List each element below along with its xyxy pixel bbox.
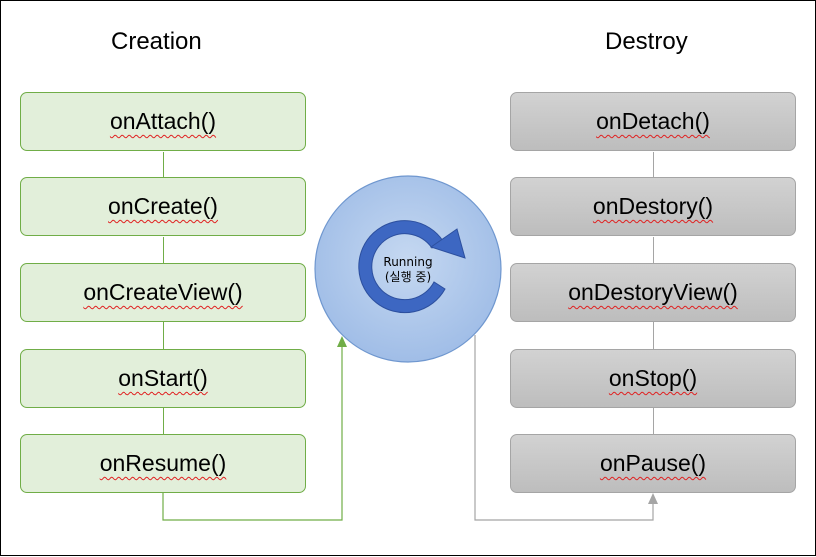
creation-step-on-attach: onAttach()	[20, 92, 306, 151]
to-pause-arrowhead	[648, 493, 658, 504]
creation-connector-1	[163, 152, 164, 177]
destroy-connector-2	[653, 237, 654, 263]
to-running-arrow-line	[162, 345, 343, 521]
destroy-step-label: onDestoryView()	[568, 279, 738, 305]
creation-step-label: onAttach()	[109, 108, 217, 134]
destroy-step-on-destory-view: onDestoryView()	[510, 263, 796, 322]
destroy-connector-4	[653, 408, 654, 434]
destroy-title: Destroy	[605, 28, 688, 55]
creation-step-label: onCreate()	[108, 193, 218, 219]
destroy-step-on-pause: onPause()	[510, 434, 796, 493]
running-circle	[314, 175, 502, 363]
destroy-step-label: onDetach()	[596, 108, 710, 134]
cycle-arrow-icon	[358, 220, 446, 314]
destroy-step-on-destory: onDestory()	[510, 177, 796, 236]
to-pause-arrow-line	[474, 335, 654, 521]
creation-step-label: onCreateView()	[83, 279, 243, 305]
creation-step-on-resume: onResume()	[20, 434, 306, 493]
creation-step-on-start: onStart()	[20, 349, 306, 408]
destroy-step-on-stop: onStop()	[510, 349, 796, 408]
to-running-arrowhead	[337, 336, 347, 347]
destroy-step-on-detach: onDetach()	[510, 92, 796, 151]
creation-step-on-create: onCreate()	[20, 177, 306, 236]
destroy-connector-3	[653, 322, 654, 349]
creation-title: Creation	[111, 28, 202, 55]
running-label-line1: Running	[383, 255, 433, 269]
destroy-connector-1	[653, 152, 654, 177]
creation-connector-4	[163, 408, 164, 434]
creation-connector-2	[163, 237, 164, 263]
creation-step-label: onStart()	[118, 365, 208, 391]
running-label: Running (실행 중)	[369, 255, 447, 285]
creation-step-on-create-view: onCreateView()	[20, 263, 306, 322]
cycle-arrowhead-icon	[429, 228, 466, 259]
creation-step-label: onResume()	[99, 450, 227, 476]
creation-connector-3	[163, 322, 164, 349]
destroy-step-label: onDestory()	[592, 193, 714, 219]
destroy-step-label: onPause()	[599, 450, 707, 476]
running-label-line2: (실행 중)	[384, 270, 432, 284]
destroy-step-label: onStop()	[608, 365, 698, 391]
